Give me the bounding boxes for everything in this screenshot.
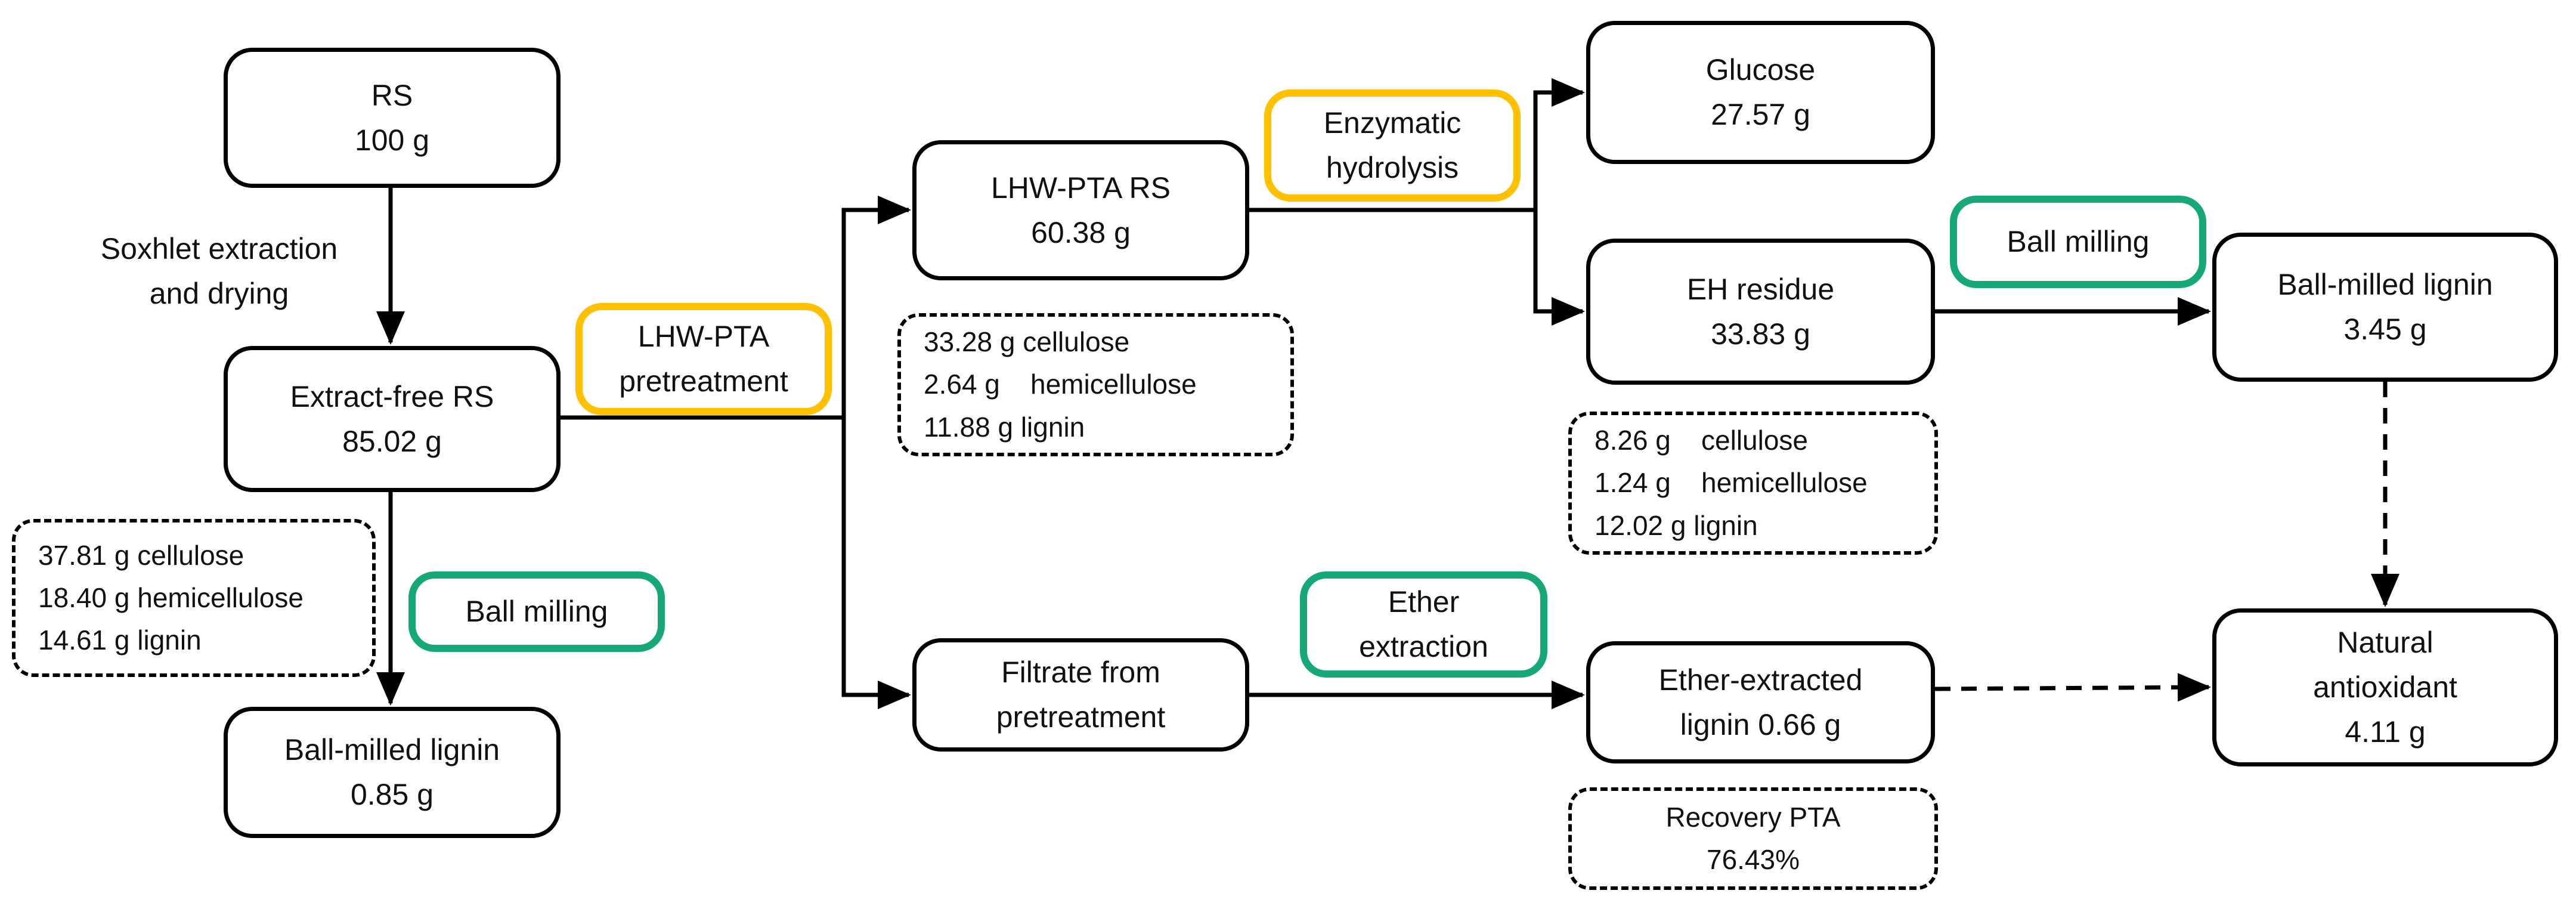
info-eh-residue-composition: 8.26 g cellulose 1.24 g hemicellulose 12.0… <box>1568 412 1938 555</box>
arrow-ether-extracted-to-antioxidant <box>1934 673 2211 702</box>
node-ether-extracted-lignin-line-2: lignin 0.66 g <box>1680 707 1841 741</box>
node-ether-extracted-lignin-line-1: Ether-extracted <box>1658 663 1863 697</box>
info-recovery-pta: Recovery PTA 76.43% <box>1568 787 1938 890</box>
info-lhw-pta-composition-line-3: 11.88 g lignin <box>924 411 1085 443</box>
arrow-lhw-pta-rs-to-eh-residue <box>1533 210 1585 326</box>
info-extract-free-composition: 37.81 g cellulose 18.40 g hemicellulose 14… <box>12 519 376 677</box>
op-ball-milling-right-line-1: Ball milling <box>2007 225 2150 258</box>
node-ball-milled-lignin-right: Ball-milled lignin 3.45 g <box>2212 233 2558 382</box>
op-ball-milling-left-line-1: Ball milling <box>465 595 608 628</box>
node-natural-antioxidant-line-3: 4.11 g <box>2345 715 2426 749</box>
op-enzymatic-hydrolysis-line-2: hydrolysis <box>1326 151 1459 184</box>
node-ball-milled-lignin-left: Ball-milled lignin 0.85 g <box>224 707 561 838</box>
info-extract-free-composition-line-2: 18.40 g hemicellulose <box>38 582 304 613</box>
op-ball-milling-right: Ball milling <box>1950 196 2206 288</box>
arrow-extract-free-to-filtrate <box>841 418 911 709</box>
label-soxhlet-extraction-line-2: and drying <box>149 277 289 310</box>
info-lhw-pta-composition-line-1: 33.28 g cellulose <box>924 326 1130 358</box>
node-natural-antioxidant-line-2: antioxidant <box>2313 670 2457 704</box>
node-glucose-line-2: 27.57 g <box>1711 98 1810 131</box>
node-ball-milled-lignin-right-line-2: 3.45 g <box>2343 313 2427 346</box>
node-lhw-pta-rs: LHW-PTA RS 60.38 g <box>912 140 1249 280</box>
info-recovery-pta-line-1: Recovery PTA <box>1665 801 1841 833</box>
node-ball-milled-lignin-left-line-2: 0.85 g <box>350 778 434 811</box>
op-ether-extraction-line-2: extraction <box>1359 630 1488 663</box>
info-lhw-pta-composition-line-2: 2.64 g hemicellulose <box>924 369 1197 400</box>
op-enzymatic-hydrolysis: Enzymatic hydrolysis <box>1264 89 1521 202</box>
node-natural-antioxidant: Natural antioxidant 4.11 g <box>2212 608 2558 766</box>
node-extract-free-rs: Extract-free RS 85.02 g <box>224 346 561 492</box>
node-ball-milled-lignin-right-line-1: Ball-milled lignin <box>2277 268 2493 301</box>
info-extract-free-composition-line-3: 14.61 g lignin <box>38 625 202 656</box>
info-recovery-pta-line-2: 76.43% <box>1706 844 1800 875</box>
node-eh-residue: EH residue 33.83 g <box>1586 239 1935 385</box>
op-ball-milling-left: Ball milling <box>408 571 665 652</box>
node-glucose: Glucose 27.57 g <box>1586 21 1935 164</box>
label-soxhlet-extraction: Soxhlet extraction and drying <box>57 224 382 319</box>
op-ether-extraction-line-1: Ether <box>1388 585 1460 619</box>
node-rs: RS 100 g <box>224 48 561 188</box>
op-lhw-pta-pretreatment-line-1: LHW-PTA <box>637 320 770 353</box>
node-filtrate-line-2: pretreatment <box>996 700 1166 734</box>
info-lhw-pta-composition: 33.28 g cellulose 2.64 g hemicellulose 11.… <box>897 313 1294 456</box>
node-filtrate: Filtrate from pretreatment <box>912 638 1249 752</box>
node-filtrate-line-1: Filtrate from <box>1001 656 1160 689</box>
node-lhw-pta-rs-line-1: LHW-PTA RS <box>991 171 1171 205</box>
node-extract-free-rs-line-2: 85.02 g <box>342 424 442 458</box>
label-soxhlet-extraction-line-1: Soxhlet extraction <box>100 232 338 265</box>
info-eh-residue-composition-line-3: 12.02 g lignin <box>1594 509 1758 541</box>
node-rs-line-2: 100 g <box>354 123 430 157</box>
op-ether-extraction: Ether extraction <box>1300 571 1547 678</box>
info-eh-residue-composition-line-2: 1.24 g hemicellulose <box>1594 467 1868 499</box>
node-glucose-line-1: Glucose <box>1705 53 1816 86</box>
node-lhw-pta-rs-line-2: 60.38 g <box>1031 215 1131 249</box>
node-extract-free-rs-line-1: Extract-free RS <box>290 379 494 413</box>
op-lhw-pta-pretreatment: LHW-PTA pretreatment <box>575 303 832 415</box>
node-rs-line-1: RS <box>371 78 413 112</box>
node-ether-extracted-lignin: Ether-extracted lignin 0.66 g <box>1586 641 1935 763</box>
info-eh-residue-composition-line-1: 8.26 g cellulose <box>1594 425 1809 456</box>
node-ball-milled-lignin-left-line-1: Ball-milled lignin <box>284 733 500 766</box>
node-eh-residue-line-1: EH residue <box>1686 272 1835 306</box>
op-enzymatic-hydrolysis-line-1: Enzymatic <box>1323 106 1462 140</box>
op-lhw-pta-pretreatment-line-2: pretreatment <box>619 364 788 398</box>
info-extract-free-composition-line-1: 37.81 g cellulose <box>38 539 244 571</box>
node-natural-antioxidant-line-1: Natural <box>2337 626 2433 659</box>
node-eh-residue-line-2: 33.83 g <box>1711 317 1810 351</box>
